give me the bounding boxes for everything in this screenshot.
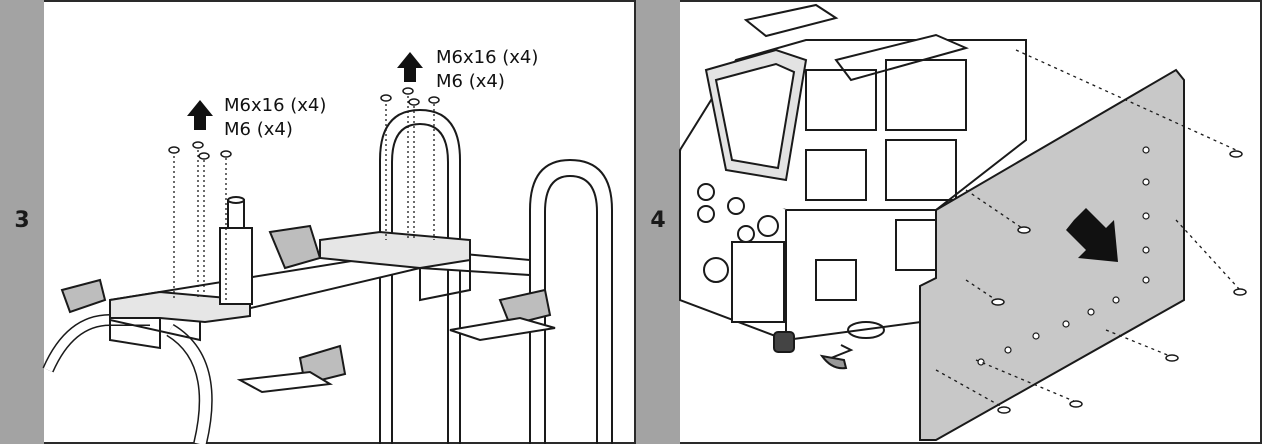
screw-callout-left: M6x16 (x4) M6 (x4) [224, 94, 326, 142]
panel-divider [634, 0, 636, 444]
screw-callout-right: M6x16 (x4) M6 (x4) [436, 46, 538, 94]
left-bracket [109, 290, 251, 324]
step-4-bar: 4 [636, 0, 680, 444]
step-3-number: 3 [14, 208, 30, 233]
screw-icon [168, 87, 440, 160]
step-4-illustration [678, 3, 1247, 441]
side-panel [919, 68, 1185, 441]
step-3-bar: 3 [0, 0, 44, 444]
callout-bolt-qty: M6x16 (x4) [436, 47, 539, 68]
callout-nut-qty: M6 (x4) [224, 119, 293, 140]
step-4-panel: 4 [636, 0, 1262, 444]
screw-icon [991, 150, 1247, 414]
step-4-number: 4 [650, 208, 666, 233]
right-bracket [319, 230, 471, 270]
step-3-panel: 3 [0, 0, 613, 444]
up-arrow-icon [187, 52, 423, 130]
direction-arrow-icon [1066, 208, 1118, 262]
callout-nut-qty: M6 (x4) [436, 71, 505, 92]
step-3-illustration [42, 52, 613, 444]
rear-handle-loop [379, 108, 461, 444]
right-handle-loop [529, 158, 613, 444]
callout-bolt-qty: M6x16 (x4) [224, 95, 327, 116]
cylinder-spigot [219, 227, 253, 305]
